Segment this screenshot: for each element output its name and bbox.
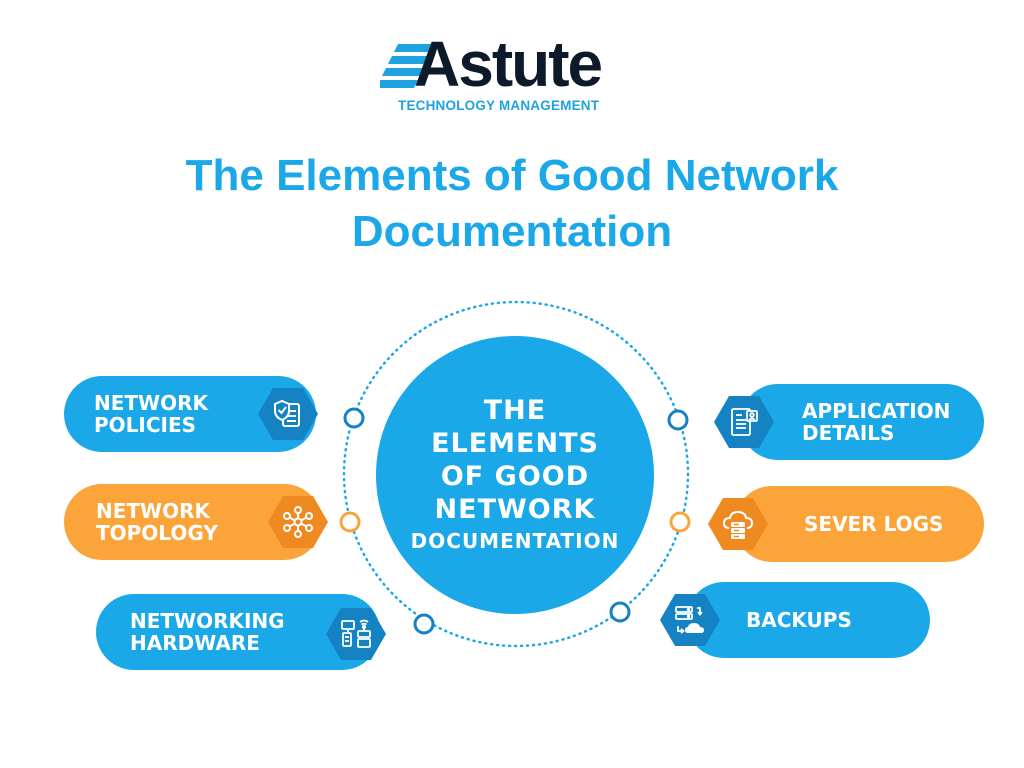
connector-dot: [667, 409, 689, 431]
logo-stripes-icon: [380, 44, 436, 88]
center-line: THE: [483, 395, 547, 426]
server-cloud-backup-icon: [660, 594, 720, 646]
element-networking-hardware: NETWORKING HARDWARE: [96, 594, 380, 670]
connector-dot: [339, 511, 361, 533]
connector-dot: [413, 613, 435, 635]
element-label: APPLICATION: [802, 399, 951, 423]
title-line-1: The Elements of Good Network: [185, 151, 839, 200]
element-label: SEVER LOGS: [804, 512, 944, 536]
element-label: POLICIES: [94, 413, 197, 437]
center-line: OF GOOD: [440, 461, 590, 492]
center-circle: THE ELEMENTS OF GOOD NETWORK DOCUMENTATI…: [376, 336, 654, 614]
shield-document-icon: [258, 388, 318, 440]
app-document-icon: [714, 396, 774, 448]
hardware-devices-icon: [326, 608, 386, 660]
page-title: The Elements of Good Network Documentati…: [0, 148, 1024, 260]
element-application-details: APPLICATION DETAILS: [740, 384, 984, 460]
element-label: TOPOLOGY: [96, 521, 218, 545]
element-label: NETWORK: [94, 391, 209, 415]
center-line: ELEMENTS: [431, 428, 599, 459]
logo: Astute TECHNOLOGY MANAGEMENT: [0, 30, 1024, 120]
center-line: DOCUMENTATION: [410, 529, 620, 553]
element-backups: BACKUPS: [686, 582, 930, 658]
element-server-logs: SEVER LOGS: [734, 486, 984, 562]
logo-tagline: TECHNOLOGY MANAGEMENT: [398, 98, 600, 113]
cloud-server-icon: [708, 498, 768, 550]
network-nodes-icon: [268, 496, 328, 548]
element-label: HARDWARE: [130, 631, 260, 655]
element-label: BACKUPS: [746, 608, 852, 632]
element-label: NETWORKING: [130, 609, 285, 633]
element-label: NETWORK: [96, 499, 211, 523]
connector-dot: [609, 601, 631, 623]
element-label: DETAILS: [802, 421, 895, 445]
connector-dot: [669, 511, 691, 533]
title-line-2: Documentation: [351, 207, 673, 256]
center-line: NETWORK: [434, 494, 596, 525]
connector-dot: [343, 407, 365, 429]
logo-wordmark: Astute: [414, 28, 603, 100]
